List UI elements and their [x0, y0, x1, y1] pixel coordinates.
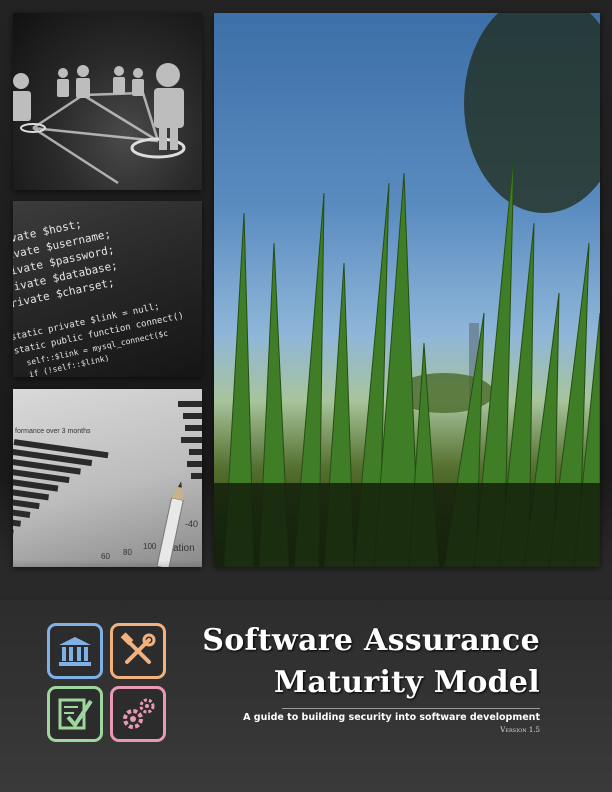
report-side-word: zation: [168, 543, 195, 554]
bar-chart-report-photo: formance over 3 months -40 zation 60: [13, 389, 202, 567]
grass-sky-photo: [214, 13, 600, 567]
version-label: Version 1.5: [500, 726, 540, 734]
report-side-value: -40: [185, 519, 198, 529]
subtitle: A guide to building security into softwa…: [243, 712, 540, 723]
people-network-illustration: [13, 63, 186, 185]
report-heading: formance over 3 months: [15, 428, 91, 435]
source-code-photo: private $host; private $username; privat…: [13, 201, 202, 377]
governance-tile: [47, 623, 103, 679]
verification-tile: [47, 686, 103, 742]
tick-label: 100: [143, 542, 157, 551]
title-rule: [282, 708, 540, 709]
people-network-photo: [13, 13, 202, 190]
cover-fade: [0, 560, 612, 600]
construction-icon: [120, 632, 156, 664]
code-text-illustration: private $host; private $username; privat…: [13, 217, 185, 377]
report-illustration: formance over 3 months -40 zation 60: [13, 401, 202, 567]
governance-icon: [59, 637, 91, 666]
tick-label: 60: [101, 552, 110, 561]
deployment-icon: [123, 698, 155, 729]
verification-icon: [58, 698, 93, 730]
title-line-1: Software Assurance: [202, 623, 540, 658]
tick-label: 80: [123, 548, 132, 557]
deployment-tile: [110, 686, 166, 742]
construction-tile: [110, 623, 166, 679]
title-line-2: Maturity Model: [273, 665, 540, 700]
grass-illustration: [214, 13, 600, 567]
